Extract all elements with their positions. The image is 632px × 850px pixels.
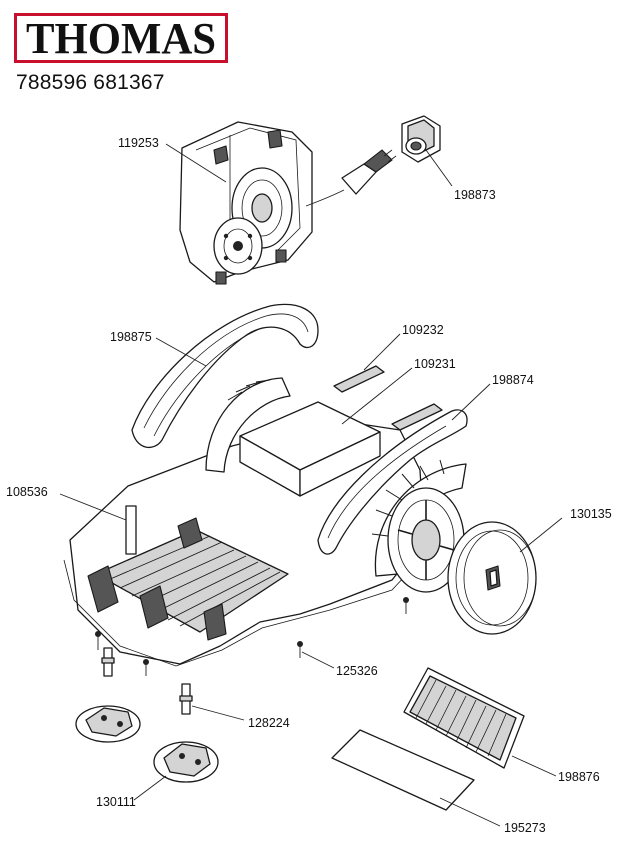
- part-label-119253: 119253: [118, 136, 159, 150]
- part-label-130135: 130135: [570, 507, 612, 521]
- brand-logo: THOMAS: [14, 13, 228, 63]
- part-label-198874: 198874: [492, 373, 534, 387]
- product-codes: 788596 681367: [16, 71, 165, 94]
- part-label-195273: 195273: [504, 821, 546, 835]
- part-label-198875: 198875: [110, 330, 152, 344]
- brand-logo-text: THOMAS: [26, 14, 216, 63]
- part-label-109232: 109232: [402, 323, 444, 337]
- part-label-125326: 125326: [336, 664, 378, 678]
- part-label-198876: 198876: [558, 770, 600, 784]
- part-label-128224: 128224: [248, 716, 290, 730]
- castor-wheels: [75, 705, 219, 783]
- wheel: [447, 521, 537, 635]
- part-label-108536: 108536: [6, 485, 48, 499]
- cable-reel-bracket: [401, 115, 441, 163]
- exhaust-grille: [403, 667, 525, 769]
- part-label-130111: 130111: [96, 795, 136, 809]
- filter-pad: [331, 729, 475, 811]
- part-label-198873: 198873: [454, 188, 496, 202]
- cable-reel-assembly: [179, 121, 397, 285]
- leader-lines: [59, 143, 563, 827]
- axle-pins: [101, 647, 193, 715]
- part-label-109231: 109231: [414, 357, 456, 371]
- screws: [95, 597, 409, 676]
- top-cover-handle: [131, 303, 319, 449]
- right-side-cover: [317, 409, 468, 593]
- bottom-housing: [63, 377, 425, 667]
- foam-pads: [333, 365, 443, 431]
